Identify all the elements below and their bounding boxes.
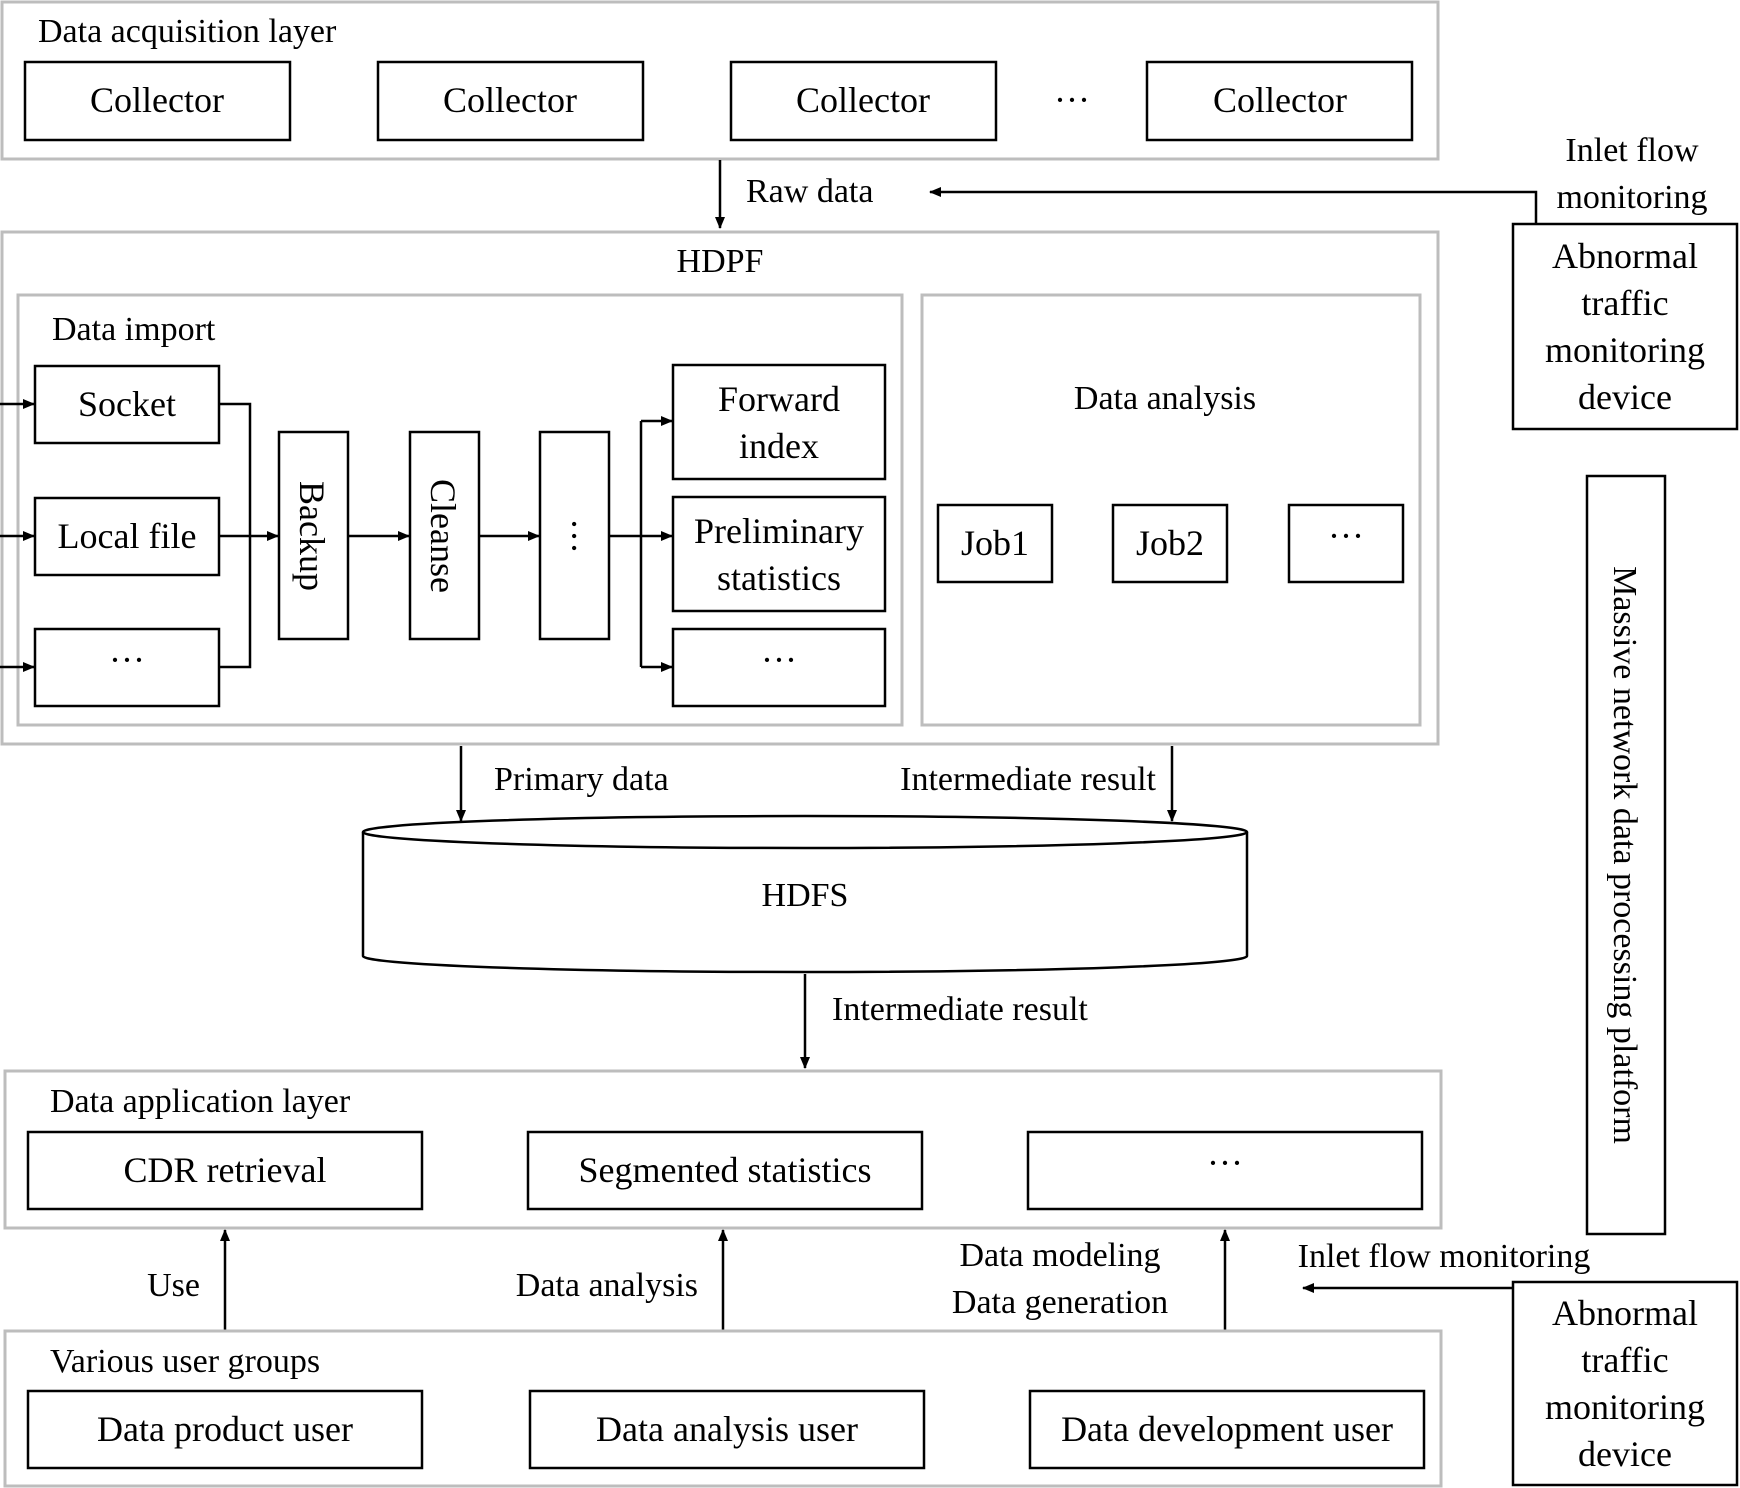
cdr-retrieval-label: CDR retrieval <box>124 1150 327 1190</box>
inlet-flow-top-label-line1: Inlet flow <box>1565 132 1699 169</box>
monitor-device-bottom-line4: device <box>1578 1434 1672 1474</box>
cleanse-stage-label: Cleanse <box>423 479 463 593</box>
job1-label: Job1 <box>961 523 1029 563</box>
backup-stage-label: Backup <box>292 481 332 591</box>
primary-data-label: Primary data <box>494 761 669 798</box>
intermediate-result-label-1: Intermediate result <box>900 761 1156 798</box>
job2-label: Job2 <box>1136 523 1204 563</box>
cdr-retrieval-box <box>26 1130 424 1211</box>
monitor-device-top-line4: device <box>1578 377 1672 417</box>
socket-box <box>33 364 221 445</box>
output-ellipsis-label: ··· <box>761 640 797 680</box>
data-analysis-user-box <box>528 1389 926 1470</box>
hdfs-label: HDFS <box>762 877 849 914</box>
backup-stage-box <box>277 430 350 641</box>
data-product-user-label: Data product user <box>97 1409 353 1449</box>
job-ellipsis-box <box>1287 503 1405 584</box>
preliminary-statistics-line2: statistics <box>717 558 841 598</box>
application-ellipsis-label: ··· <box>1207 1143 1243 1183</box>
hdfs-cylinder-top <box>361 814 1249 850</box>
raw-data-label: Raw data <box>746 173 873 210</box>
platform-label-box: Massive network data processing platform <box>1585 474 1667 1236</box>
collector-label-1: Collector <box>90 80 224 120</box>
job2-box <box>1111 503 1229 584</box>
ellipsis-stage-label: ··· <box>554 518 594 554</box>
application-ellipsis-box <box>1026 1130 1424 1211</box>
user-groups-layer: Various user groups Data product user Da… <box>3 1329 1443 1488</box>
hdpf-block: HDPF Data import Socket Local file ··· B… <box>0 230 1440 746</box>
segmented-statistics-box <box>526 1130 924 1211</box>
data-analysis-user-label: Data analysis user <box>596 1409 858 1449</box>
data-development-user-label: Data development user <box>1061 1409 1393 1449</box>
intermediate-result-label-2: Intermediate result <box>832 991 1088 1028</box>
collector-label-4: Collector <box>1213 80 1347 120</box>
forward-index-line1: Forward <box>718 379 840 419</box>
input-ellipsis-box <box>33 627 221 708</box>
socket-label: Socket <box>78 384 176 424</box>
data-generation-label: Data generation <box>952 1284 1168 1321</box>
inlet-flow-top-arrow <box>929 187 1538 224</box>
application-layer-title: Data application layer <box>50 1083 351 1120</box>
local-file-label: Local file <box>58 516 197 556</box>
use-label: Use <box>147 1267 200 1304</box>
data-acquisition-layer: Data acquisition layer Collector Collect… <box>0 0 1440 161</box>
collector-box-2 <box>376 60 645 142</box>
data-product-user-box <box>26 1389 424 1470</box>
local-file-box <box>33 496 221 577</box>
user-groups-title: Various user groups <box>50 1343 320 1380</box>
output-ellipsis-box <box>671 627 887 708</box>
monitor-device-top: Abnormal traffic monitoring device <box>1511 222 1739 431</box>
platform-label: Massive network data processing platform <box>1606 566 1643 1144</box>
data-modeling-label: Data modeling <box>959 1237 1160 1274</box>
collector-label-3: Collector <box>796 80 930 120</box>
forward-index-line2: index <box>739 426 819 466</box>
data-application-layer: Data application layer CDR retrieval Seg… <box>3 1069 1443 1230</box>
data-import-title: Data import <box>52 311 216 348</box>
acquisition-layer-title: Data acquisition layer <box>38 13 337 50</box>
collector-box-3 <box>729 60 998 142</box>
preliminary-statistics-box <box>671 495 887 613</box>
cleanse-stage-box <box>408 430 481 641</box>
hdfs-cylinder-body <box>361 832 1249 974</box>
collector-ellipsis: ··· <box>1054 80 1090 120</box>
segmented-statistics-label: Segmented statistics <box>579 1150 872 1190</box>
hdpf-title: HDPF <box>677 243 764 280</box>
preliminary-statistics-line1: Preliminary <box>694 511 864 551</box>
job1-box <box>936 503 1054 584</box>
forward-index-box <box>671 363 887 481</box>
monitor-device-bottom-line2: traffic <box>1581 1340 1668 1380</box>
monitor-device-bottom-frame <box>1511 1280 1739 1487</box>
data-analysis-title: Data analysis <box>1074 380 1256 417</box>
data-analysis-arrow-label: Data analysis <box>516 1267 698 1304</box>
monitor-device-top-line1: Abnormal <box>1552 236 1698 276</box>
collector-box-1 <box>23 60 292 142</box>
inlet-flow-bottom-label: Inlet flow monitoring <box>1298 1238 1591 1275</box>
monitor-device-top-frame <box>1511 222 1739 431</box>
data-development-user-box <box>1028 1389 1426 1470</box>
job-ellipsis-label: ··· <box>1328 516 1364 556</box>
ellipsis-stage-box <box>538 430 611 641</box>
monitor-device-bottom: Abnormal traffic monitoring device <box>1511 1280 1739 1487</box>
monitor-device-top-line3: monitoring <box>1545 330 1705 370</box>
monitor-device-bottom-line3: monitoring <box>1545 1387 1705 1427</box>
inlet-flow-top-label-line2: monitoring <box>1556 179 1707 216</box>
monitor-device-bottom-line1: Abnormal <box>1552 1293 1698 1333</box>
collector-box-4 <box>1145 60 1414 142</box>
platform-frame <box>1585 474 1667 1236</box>
monitor-device-top-line2: traffic <box>1581 283 1668 323</box>
input-ellipsis-label: ··· <box>109 640 145 680</box>
hdfs-storage: HDFS <box>361 814 1249 974</box>
collector-label-2: Collector <box>443 80 577 120</box>
